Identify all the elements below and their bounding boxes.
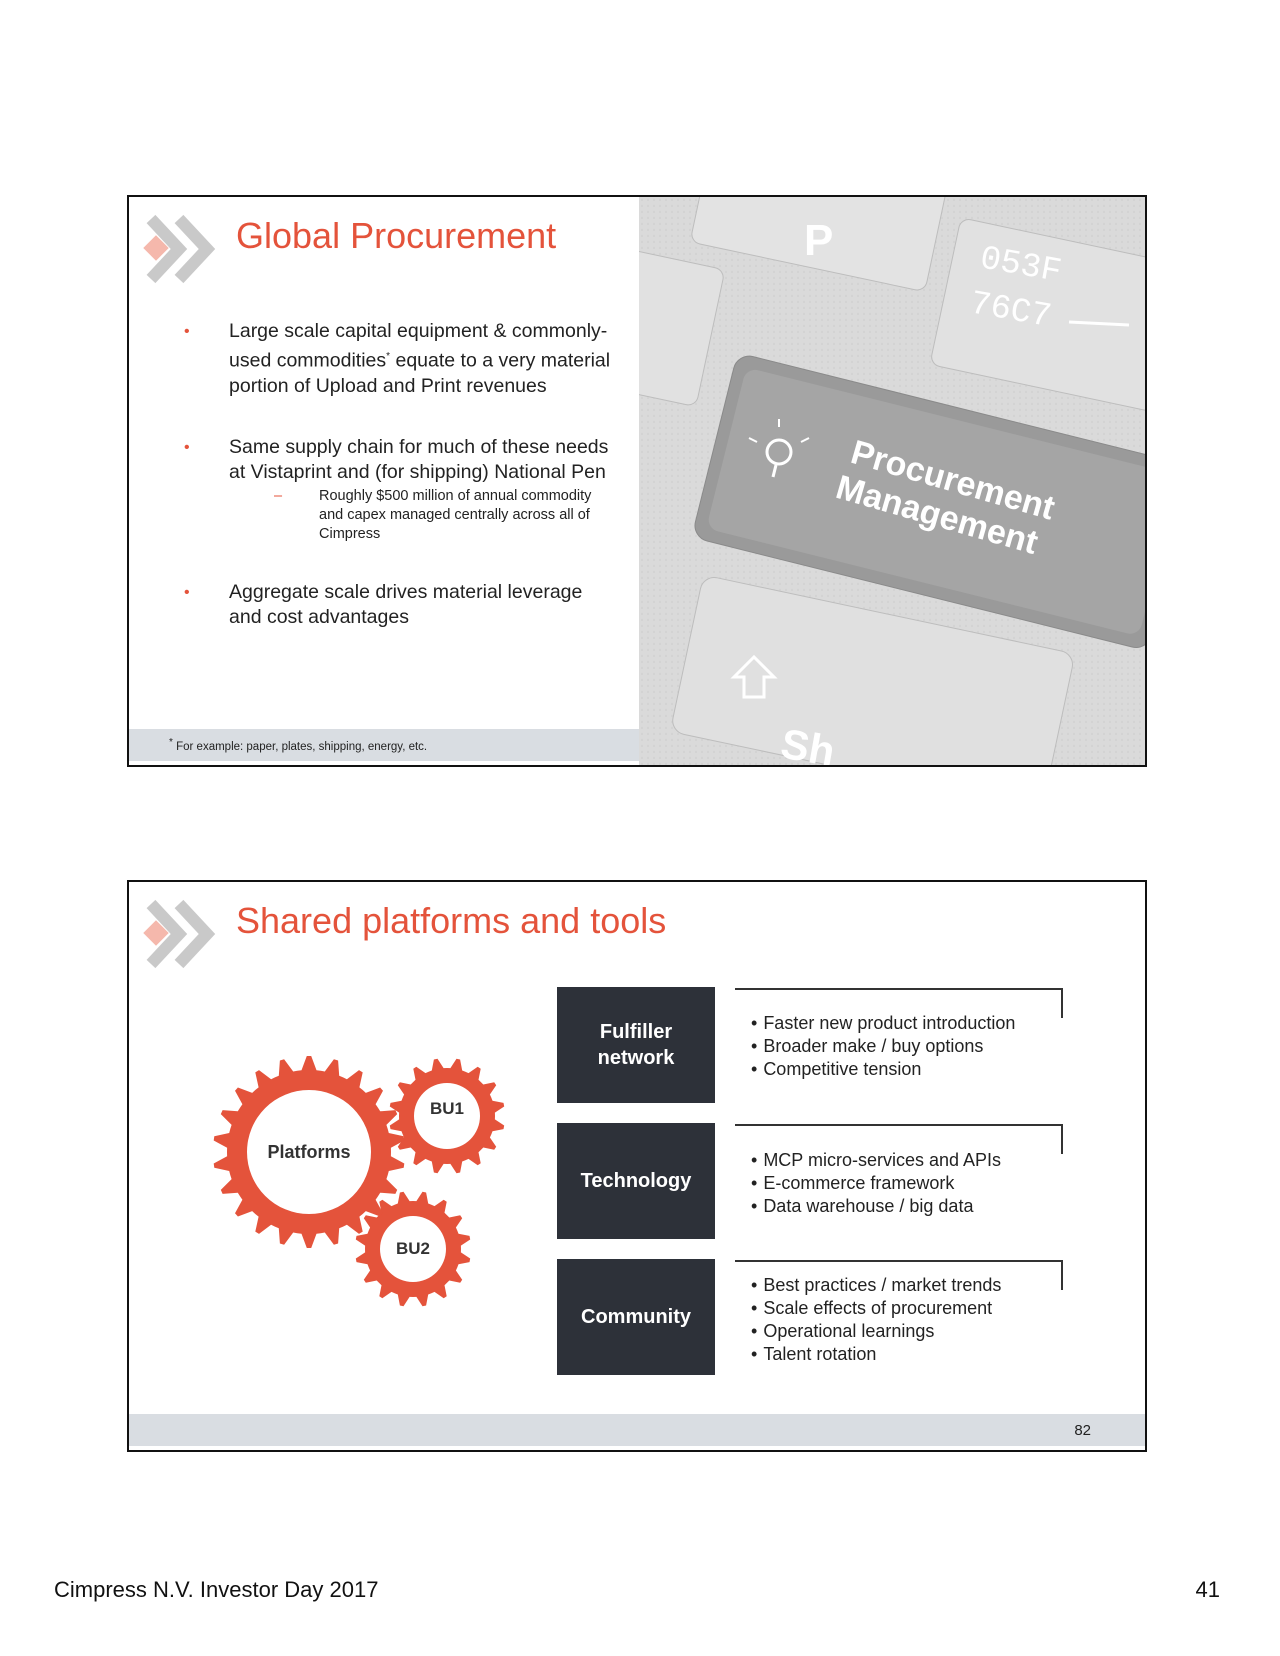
cimpress-logo-icon	[143, 899, 216, 969]
keyboard-photo: P 053F 76C7 Procurement Management Sh	[639, 197, 1145, 767]
list-item: Faster new product introduction	[751, 1012, 1015, 1035]
category-box-community: Community	[557, 1259, 715, 1375]
sub-bullet-text: Roughly $500 million of annual commodity…	[319, 487, 592, 542]
document-footer: Cimpress N.V. Investor Day 2017	[54, 1577, 379, 1602]
bullet-marker: •	[184, 583, 190, 601]
bullet-text: Large scale capital equipment & commonly…	[229, 320, 608, 372]
bullet-item: • Aggregate scale drives material levera…	[184, 580, 614, 630]
gear-bu1-icon	[389, 1058, 505, 1174]
footnote-bar: * For example: paper, plates, shipping, …	[129, 729, 639, 761]
list-item: Competitive tension	[751, 1058, 1015, 1081]
list-item: Talent rotation	[751, 1343, 1001, 1366]
cimpress-logo-icon	[143, 214, 216, 284]
bullet-list: • Large scale capital equipment & common…	[184, 319, 614, 666]
gear-label-platforms: Platforms	[267, 1142, 350, 1162]
slide-global-procurement: Global Procurement • Large scale capital…	[127, 195, 1147, 767]
footnote-marker: *	[386, 351, 391, 362]
page-number: 41	[1195, 1577, 1220, 1602]
gear-bu2-icon	[355, 1191, 471, 1307]
slide-title: Shared platforms and tools	[236, 900, 667, 941]
bullet-marker: •	[184, 438, 190, 456]
benefit-list-community: Best practices / market trends Scale eff…	[751, 1274, 1001, 1366]
svg-text:P: P	[804, 216, 833, 265]
benefit-list-technology: MCP micro-services and APIs E-commerce f…	[751, 1149, 1001, 1218]
sub-bullet: – Roughly $500 million of annual commodi…	[274, 487, 614, 544]
bracket-line	[735, 988, 1063, 1018]
list-item: Operational learnings	[751, 1320, 1001, 1343]
list-item: Data warehouse / big data	[751, 1195, 1001, 1218]
bullet-item: • Large scale capital equipment & common…	[184, 319, 614, 399]
bullet-text-cont: equate to a very material portion of Upl…	[229, 349, 611, 397]
bracket-line	[735, 1260, 1063, 1290]
footnote: * For example: paper, plates, shipping, …	[169, 737, 428, 753]
benefit-list-fulfiller: Faster new product introduction Broader …	[751, 1012, 1015, 1081]
lightbulb-icon	[748, 419, 810, 478]
list-item: Broader make / buy options	[751, 1035, 1015, 1058]
gear-label-bu2: BU2	[396, 1239, 430, 1258]
gears-diagram: Platforms BU1 BU2	[213, 1056, 505, 1307]
list-item: E-commerce framework	[751, 1172, 1001, 1195]
gear-label-bu1: BU1	[430, 1099, 464, 1118]
bullet-text: Aggregate scale drives material leverage…	[229, 580, 583, 628]
slide-footer-bar: 82	[129, 1414, 1145, 1446]
list-item: Best practices / market trends	[751, 1274, 1001, 1297]
list-item: Scale effects of procurement	[751, 1297, 1001, 1320]
gear-platforms-icon	[213, 1056, 405, 1248]
list-item: MCP micro-services and APIs	[751, 1149, 1001, 1172]
bullet-item: • Same supply chain for much of these ne…	[184, 435, 614, 544]
bullet-marker: •	[184, 323, 190, 340]
slide-number: 82	[1074, 1422, 1091, 1439]
bracket-line	[735, 1124, 1063, 1154]
slide-title: Global Procurement	[236, 215, 557, 256]
bullet-text: Same supply chain for much of these need…	[229, 435, 609, 483]
slide-shared-platforms: Shared platforms and tools Platforms BU1…	[127, 880, 1147, 1452]
svg-text:Sh: Sh	[777, 720, 838, 767]
sub-bullet-marker: –	[274, 487, 283, 504]
category-box-technology: Technology	[557, 1123, 715, 1239]
